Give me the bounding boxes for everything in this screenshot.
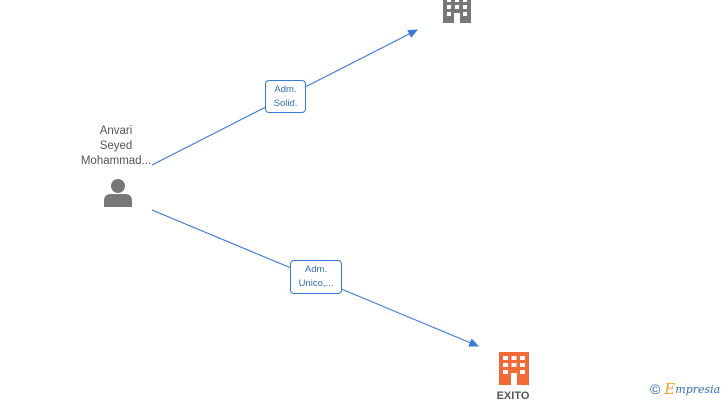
relation-label-adm-unico[interactable]: Adm. Unico,... [290, 260, 342, 294]
relation-label-line: Solid. [273, 98, 298, 109]
relation-label-adm-solid[interactable]: Adm. Solid. [265, 80, 306, 113]
relation-label-line: Adm. [304, 264, 328, 275]
person-icon[interactable] [104, 179, 132, 207]
person-name[interactable]: Anvari Seyed Mohammad... [68, 124, 164, 169]
person-name-line: Mohammad... [80, 155, 152, 167]
building-icon[interactable] [499, 352, 529, 385]
person-name-line: Anvari [99, 125, 133, 137]
person-name-line: Seyed [99, 140, 133, 152]
building-icon[interactable] [443, 0, 471, 23]
empresia-logo-initial: E [664, 380, 676, 398]
copyright-footer: © E mpresia [650, 380, 720, 398]
relation-label-line: Adm. [274, 84, 297, 95]
copyright-icon: © [650, 381, 661, 397]
company-name-exito[interactable]: EXITO [496, 390, 530, 402]
relation-label-line: Unico,... [298, 278, 334, 289]
empresia-logo-text: mpresia [675, 382, 721, 396]
